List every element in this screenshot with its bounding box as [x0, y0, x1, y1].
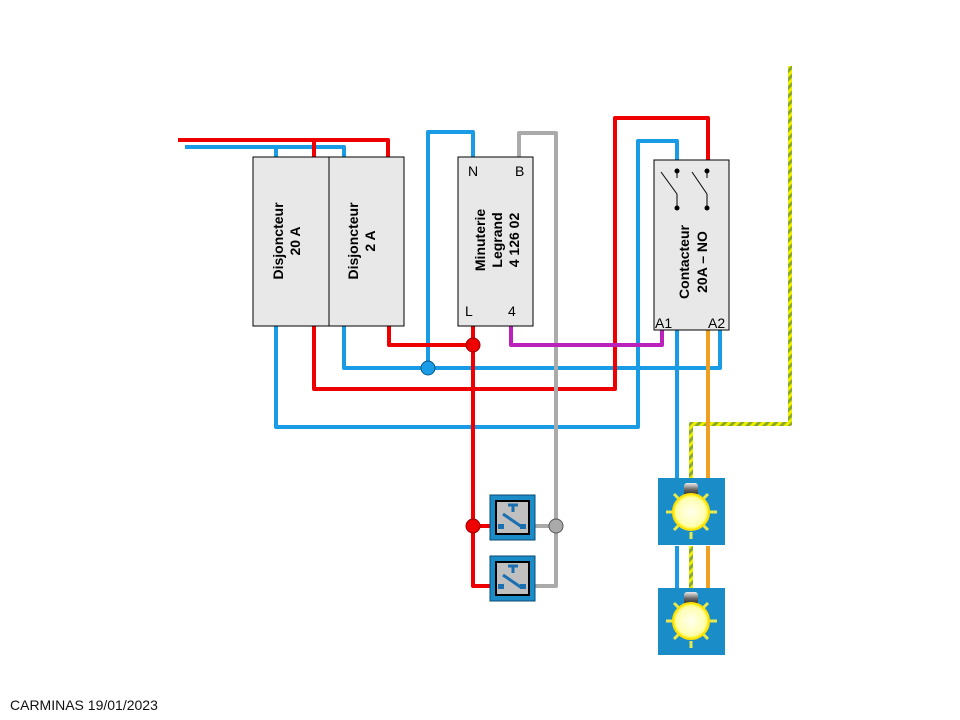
push-button-icon	[502, 503, 523, 529]
breaker-20a-label-1: Disjoncteur	[270, 202, 286, 280]
timer-module: N B L 4 Minuterie Legrand 4 126 02	[457, 156, 534, 327]
lamp-2	[658, 588, 725, 655]
push-button-1[interactable]	[489, 494, 536, 541]
breaker-20a-label-2: 20 A	[287, 226, 303, 255]
terminal-b: B	[515, 163, 524, 179]
neutral-junction-dot	[420, 360, 436, 376]
neutral-out-disj20	[274, 139, 679, 429]
phase-supply-wire	[178, 138, 390, 157]
phase-out-disj20	[312, 116, 710, 391]
push-button-icon	[502, 564, 523, 590]
terminal-4: 4	[508, 303, 516, 319]
breaker-2a: Disjoncteur 2 A	[328, 156, 405, 327]
contactor-label-2: 20A – NO	[694, 231, 710, 293]
terminal-l: L	[465, 303, 473, 319]
timer-label-2: Legrand	[489, 212, 505, 267]
earth-wire	[689, 66, 792, 480]
breaker-2a-label-1: Disjoncteur	[345, 202, 361, 280]
return-junction-dot	[548, 518, 564, 534]
contact-symbol-icon	[660, 168, 710, 211]
push-button-2[interactable]	[489, 555, 536, 602]
phase-switch-junction-dot	[465, 518, 481, 534]
phase-minuterie-l	[471, 326, 500, 588]
contactor-label-1: Contacteur	[676, 225, 692, 299]
phase-junction-dot	[465, 337, 481, 353]
contactor-module: Contacteur 20A – NO A1 A2	[653, 159, 730, 331]
light-bulb-icon	[666, 483, 717, 539]
breaker-2a-label-2: 2 A	[362, 230, 378, 251]
control-wire	[509, 326, 664, 347]
terminal-a1: A1	[655, 315, 672, 331]
footer-credit: CARMINAS 19/01/2023	[10, 697, 158, 713]
phase-out-disj2	[387, 326, 473, 347]
lamp-1	[658, 478, 725, 545]
breaker-20a: Disjoncteur 20 A	[252, 156, 330, 327]
timer-label-1: Minuterie	[472, 209, 488, 271]
neutral-minuterie	[426, 130, 475, 368]
neutral-out-disj2	[342, 326, 722, 370]
terminal-a2: A2	[708, 315, 725, 331]
timer-label-3: 4 126 02	[506, 213, 522, 268]
terminal-n: N	[468, 163, 478, 179]
light-bulb-icon	[666, 592, 717, 648]
neutral-supply-wire	[185, 145, 346, 157]
